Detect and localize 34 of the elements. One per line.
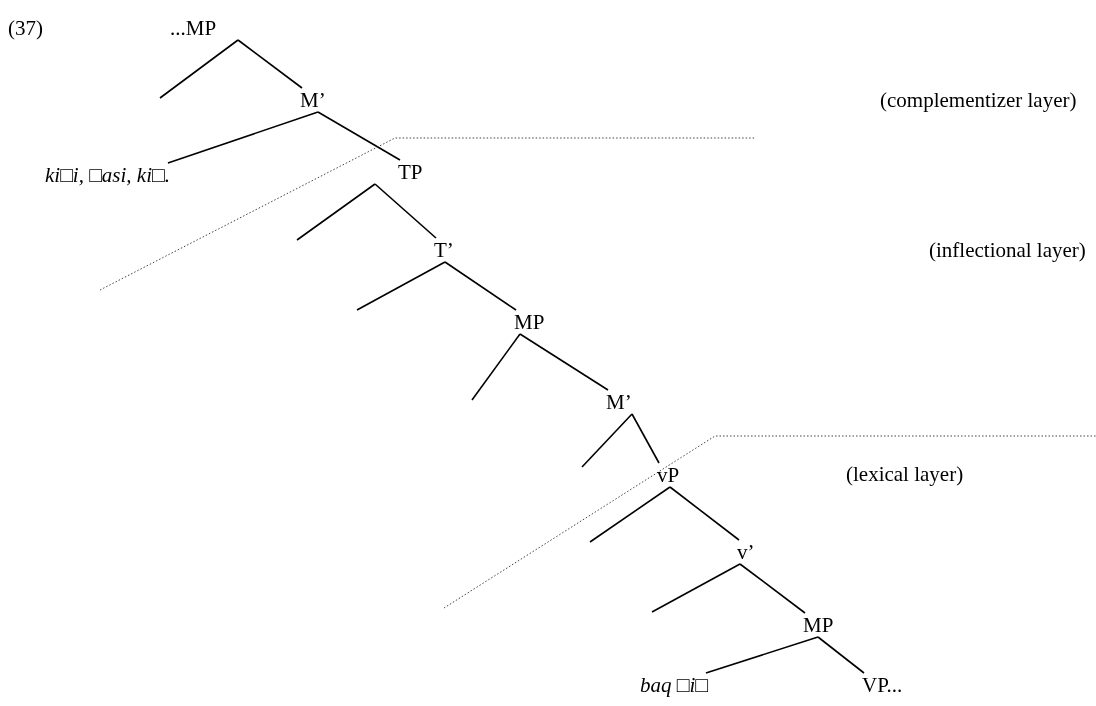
tree-branch bbox=[317, 111, 401, 161]
tree-node-label: TP bbox=[398, 160, 423, 184]
tree-branch bbox=[651, 563, 741, 613]
tree-node-label: vP bbox=[657, 463, 680, 487]
morpheme-text: ki□i, □asi, ki□. bbox=[45, 163, 170, 187]
tree-branch bbox=[356, 261, 446, 311]
tree-branch bbox=[471, 333, 521, 401]
tree-branch bbox=[296, 183, 376, 241]
tree-branch bbox=[817, 636, 865, 674]
tree-node-label: MP bbox=[514, 310, 545, 334]
morpheme-text: baq □i□ bbox=[640, 673, 708, 697]
tree-node-label: v’ bbox=[737, 540, 755, 564]
layer-label: (inflectional layer) bbox=[929, 238, 1086, 262]
tree-branch bbox=[739, 563, 806, 614]
tree-branch bbox=[519, 333, 609, 391]
example-number: (37) bbox=[8, 16, 43, 40]
tree-node-label: ...MP bbox=[170, 16, 217, 40]
tree-node-label: MP bbox=[803, 613, 834, 637]
tree-branch bbox=[669, 486, 740, 541]
layer-label: (lexical layer) bbox=[846, 462, 964, 486]
tree-branch bbox=[444, 261, 517, 311]
tree-branch bbox=[705, 636, 819, 674]
tree-node-label: M’ bbox=[300, 88, 326, 112]
tree-branch bbox=[631, 413, 660, 464]
tree-node-label: M’ bbox=[606, 390, 632, 414]
tree-branch bbox=[589, 486, 671, 543]
tree-node-label: T’ bbox=[434, 238, 454, 262]
tree-node-label: VP... bbox=[862, 673, 903, 697]
tree-branch bbox=[581, 413, 633, 468]
tree-branch bbox=[237, 39, 303, 89]
tree-branch bbox=[167, 111, 319, 164]
layer-label: (complementizer layer) bbox=[880, 88, 1077, 112]
tree-branch bbox=[374, 183, 437, 239]
tree-branch bbox=[159, 39, 239, 99]
